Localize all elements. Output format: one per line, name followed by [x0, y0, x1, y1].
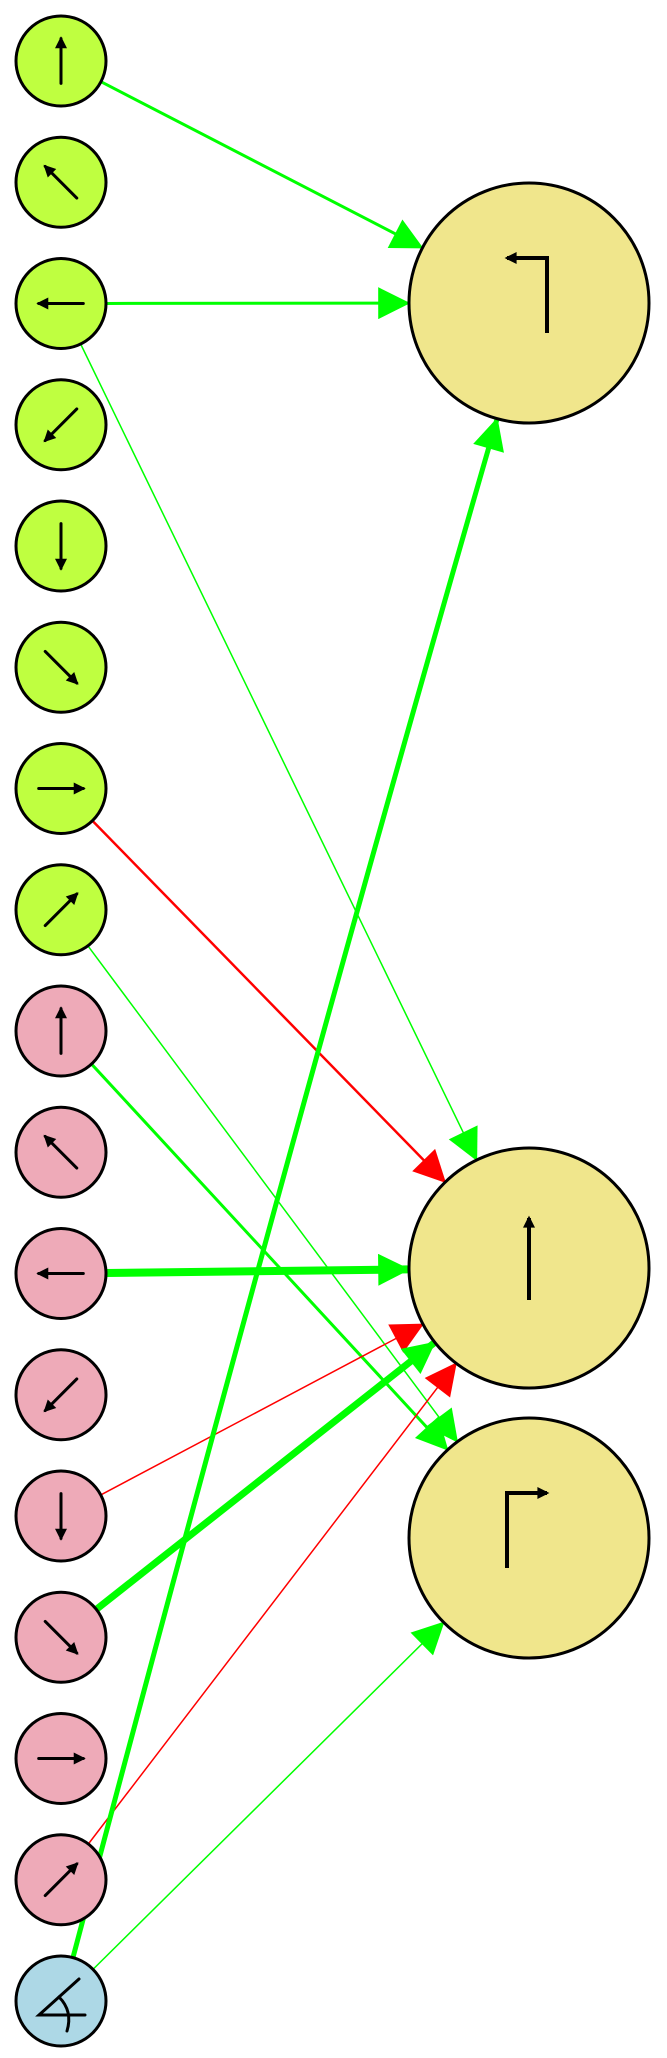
input-node-b-down-right [14, 1590, 108, 1684]
edge-a-up-right-to-out-turn-right [87, 945, 459, 1443]
output-node-out-turn-right [407, 1416, 651, 1660]
edge-special-angle-to-out-turn-left [70, 417, 504, 1961]
turn-left-icon [504, 252, 549, 333]
input-node-b-up [14, 984, 108, 1078]
angle-icon [35, 1977, 87, 2033]
input-node-a-up-left [14, 135, 108, 229]
edges-layer [70, 80, 504, 1971]
input-node-a-left [14, 257, 108, 350]
input-node-special-angle [14, 1954, 108, 2048]
edge-b-up-right-to-out-forward [87, 1362, 457, 1845]
edge-special-angle-to-out-turn-right [92, 1621, 445, 1971]
arrow-up-right-icon [43, 892, 79, 928]
arrow-down-right-icon [43, 649, 79, 685]
edge-a-right-to-out-forward [91, 819, 447, 1183]
output-node-circle [407, 1416, 651, 1660]
arrow-down-left-icon [43, 1377, 79, 1413]
input-node-a-up-right [14, 863, 108, 957]
arrow-up-right-icon [43, 1862, 79, 1898]
input-node-b-up-left [14, 1105, 108, 1199]
edge-b-up-to-out-turn-right [90, 1062, 449, 1451]
edge-a-left-to-out-forward [79, 343, 478, 1162]
edge-b-down-to-out-forward [100, 1323, 425, 1496]
nodes-layer [14, 14, 651, 2048]
input-node-a-down [14, 499, 108, 593]
arrow-down-left-icon [43, 407, 79, 443]
output-node-out-forward [407, 1146, 651, 1390]
output-node-out-turn-left [407, 181, 651, 425]
input-node-b-down [14, 1469, 108, 1563]
input-node-a-up [14, 14, 108, 108]
input-node-b-left [14, 1227, 108, 1320]
input-node-b-right [14, 1712, 108, 1805]
input-node-a-down-left [14, 378, 108, 472]
arrow-down-right-icon [43, 1619, 79, 1655]
input-node-b-down-left [14, 1348, 108, 1442]
output-node-circle [407, 181, 651, 425]
input-node-a-down-right [14, 620, 108, 714]
input-node-b-up-right [14, 1833, 108, 1927]
arrow-up-left-icon [43, 164, 79, 200]
input-node-a-right [14, 742, 108, 835]
arrow-up-left-icon [43, 1134, 79, 1170]
edge-a-up-to-out-turn-left [99, 80, 424, 249]
turn-right-icon [505, 1487, 550, 1568]
edge-b-down-right-to-out-forward [92, 1340, 437, 1613]
